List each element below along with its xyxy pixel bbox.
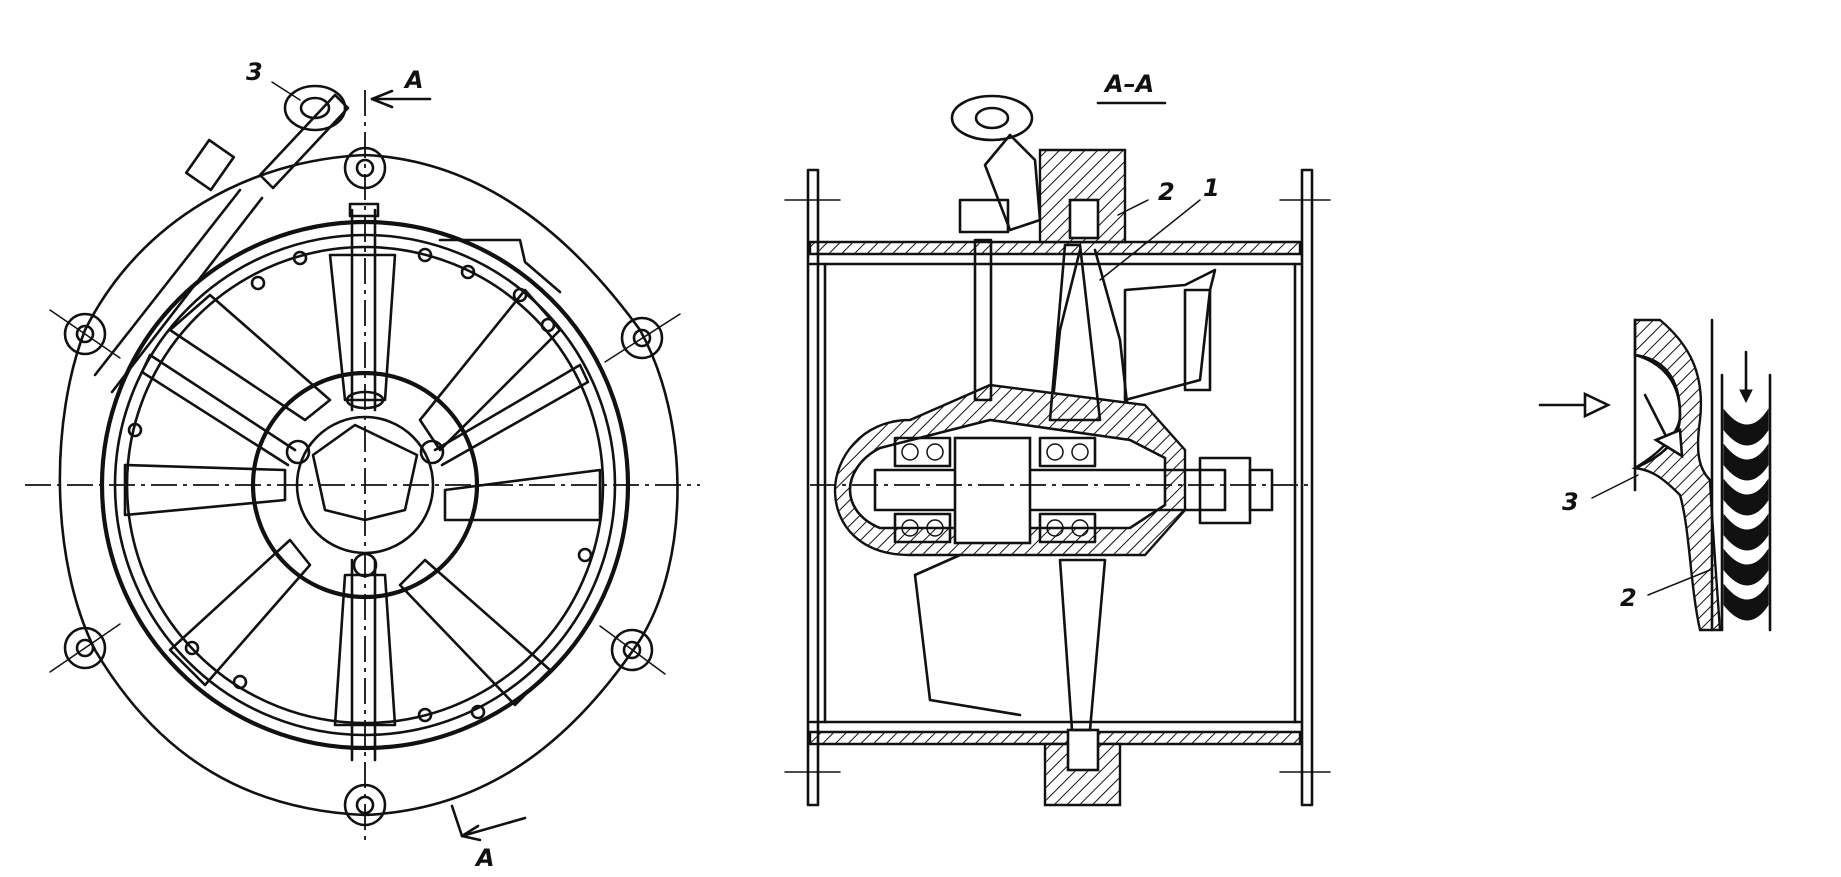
front-view: 3 A A (25, 58, 700, 872)
detail-view: 3 2 (1538, 318, 1772, 632)
section-view: A–A (784, 70, 1331, 807)
bolt-lugs (49, 146, 681, 827)
ring-rivets (127, 247, 593, 723)
detail-callout-3: 3 (1562, 488, 1579, 516)
detail-callout-2: 2 (1620, 584, 1637, 612)
section-arrow-top: A (370, 66, 432, 109)
section-callout-1: 1 (1203, 174, 1220, 202)
impeller-fins (1723, 408, 1769, 621)
oil-pipe-fitting (93, 84, 562, 394)
section-callout-2: 2 (1158, 178, 1175, 206)
bearings (893, 436, 1097, 544)
section-mark-top: A (403, 66, 424, 94)
section-mark-bottom: A (474, 844, 495, 872)
front-callout-3: 3 (246, 58, 263, 86)
support-struts (140, 202, 590, 762)
section-title: A–A (1103, 70, 1154, 98)
section-arrow-bottom: A (450, 804, 527, 872)
